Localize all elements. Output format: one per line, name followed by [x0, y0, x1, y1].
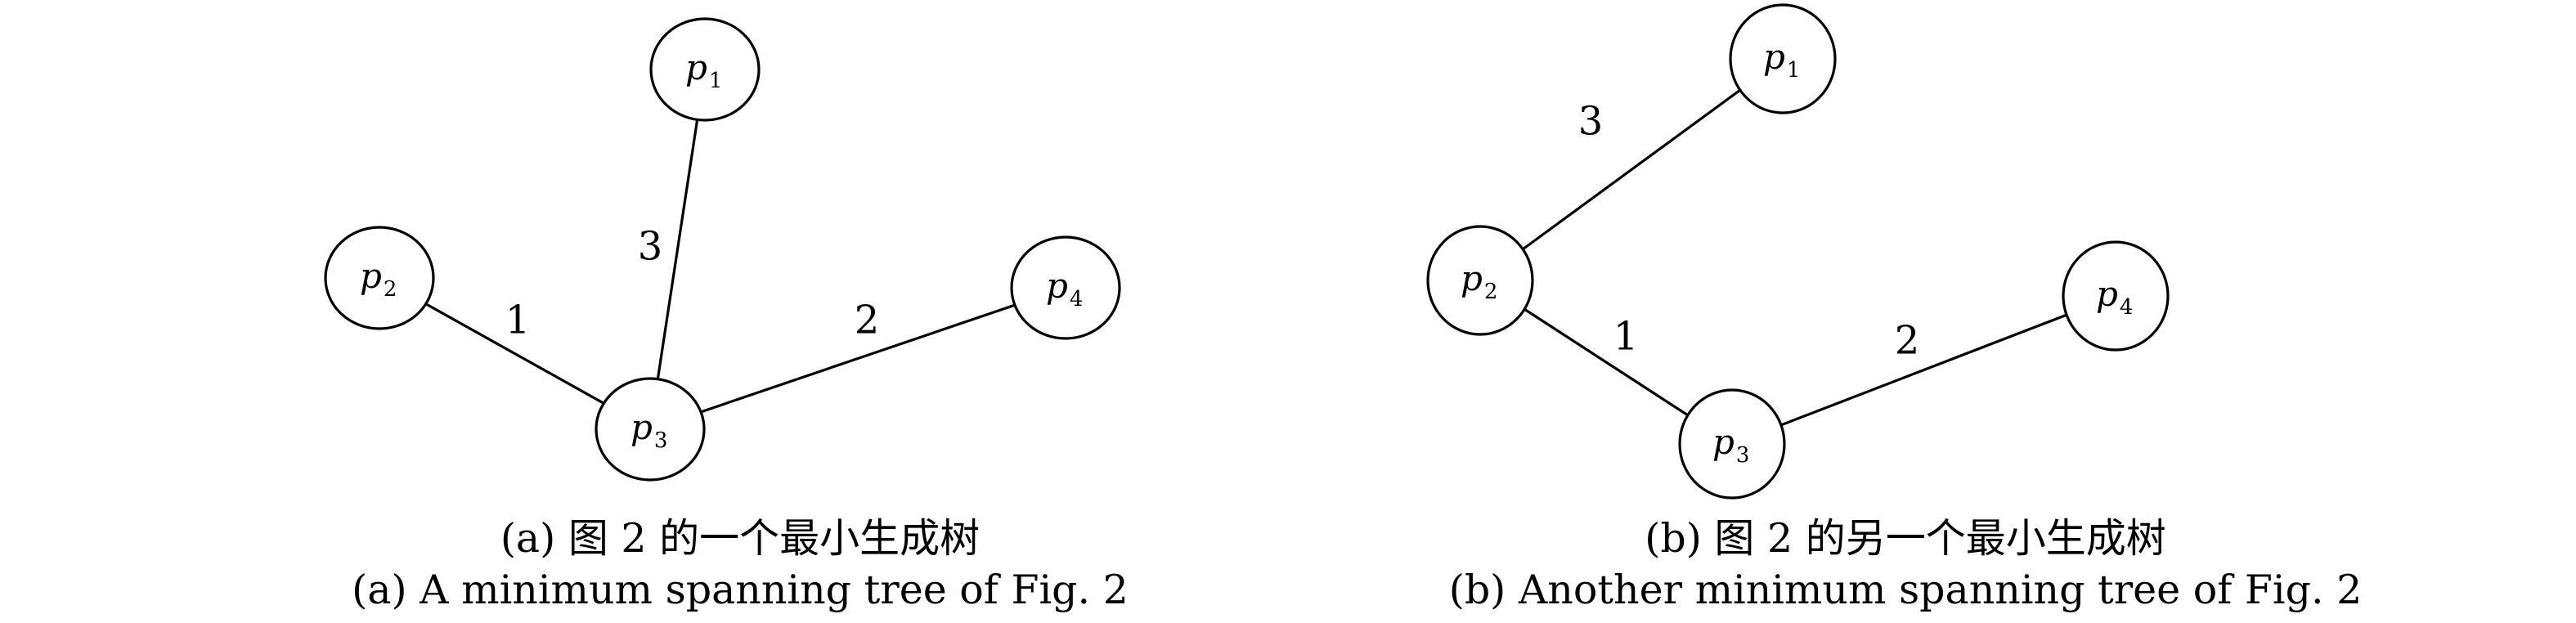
- node-label-b-p3: p3: [1712, 422, 1749, 468]
- edge-weight-b-p2-p3: 1: [1613, 314, 1639, 360]
- edge-weight-a-p3-p1: 3: [638, 224, 663, 270]
- caption-a-zh: (a) 图 2 的一个最小生成树: [500, 515, 980, 562]
- node-circle-b-p1: [1729, 3, 1837, 114]
- caption-b-zh: (b) 图 2 的另一个最小生成树: [1645, 515, 2166, 562]
- tree-a: 1 3 2 p1 p2 p3 p4: [324, 17, 1121, 482]
- node-a-p3: p3: [595, 377, 706, 482]
- node-circle-b-p2: [1426, 225, 1534, 336]
- edge-weight-b-p3-p4: 2: [1895, 318, 1920, 364]
- node-a-p1: p1: [649, 17, 761, 122]
- edge-weight-b-p2-p1: 3: [1578, 99, 1604, 145]
- node-b-p1: p1: [1729, 3, 1837, 114]
- edge-weight-a-p3-p4: 2: [855, 298, 880, 343]
- node-a-p2: p2: [324, 226, 435, 330]
- tree-b: 3 1 2 p1 p2 p3 p4: [1426, 3, 2170, 500]
- edge-a-p3-p1: [648, 69, 707, 430]
- node-circle-b-p3: [1678, 388, 1786, 500]
- node-circle-a-p2: [324, 226, 435, 330]
- node-b-p4: p4: [2062, 240, 2170, 352]
- node-circle-a-p3: [595, 377, 706, 482]
- node-circle-b-p4: [2062, 240, 2170, 352]
- caption-a-en: (a) A minimum spanning tree of Fig. 2: [352, 567, 1129, 613]
- edge-weight-a-p2-p3: 1: [505, 298, 531, 343]
- node-b-p3: p3: [1678, 388, 1786, 500]
- node-b-p2: p2: [1426, 225, 1534, 336]
- edge-b-p2-p1: [1479, 57, 1784, 282]
- edge-a-p3-p4: [649, 286, 1066, 431]
- node-circle-a-p1: [649, 17, 761, 122]
- caption-b-en: (b) Another minimum spanning tree of Fig…: [1449, 567, 2363, 613]
- edge-b-p3-p4: [1731, 294, 2116, 446]
- node-circle-a-p4: [1010, 235, 1121, 340]
- node-a-p4: p4: [1010, 235, 1121, 340]
